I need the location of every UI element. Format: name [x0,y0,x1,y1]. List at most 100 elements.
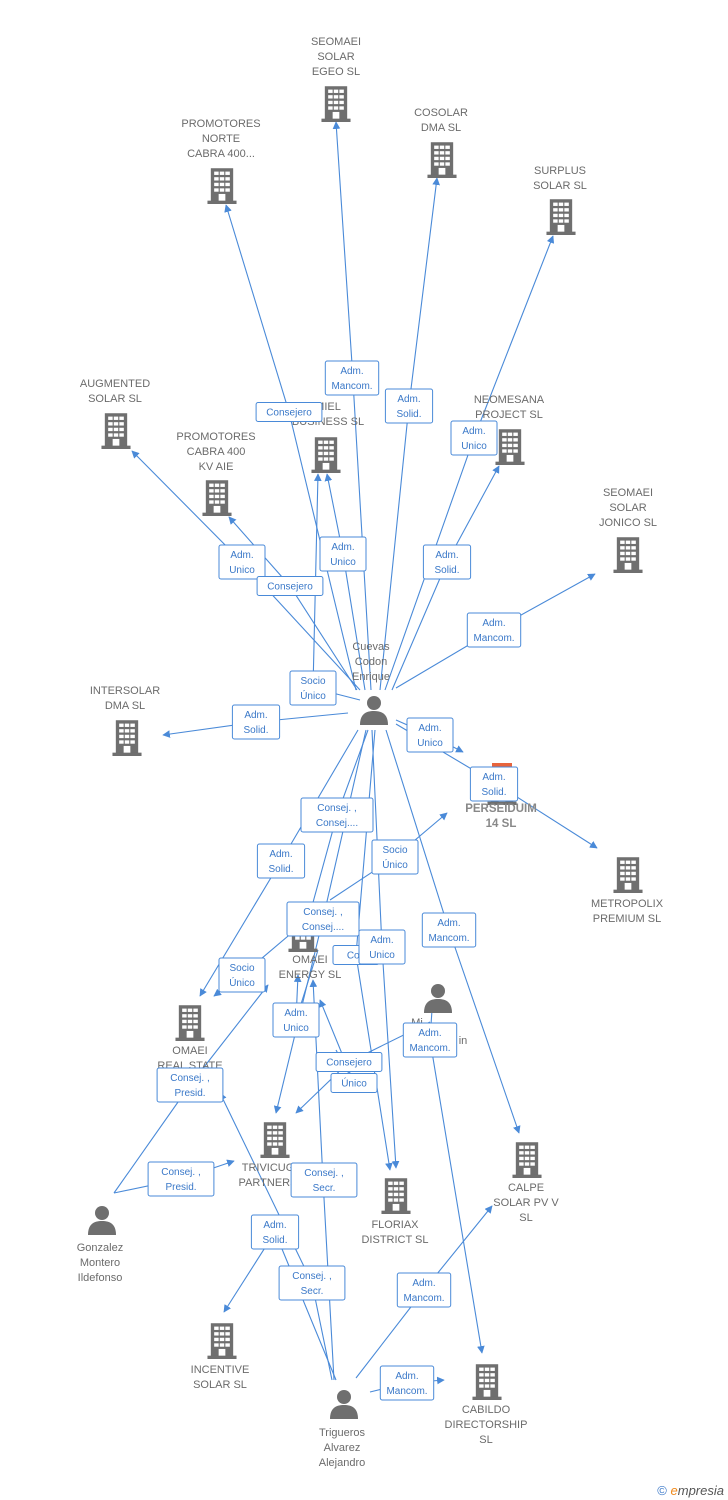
edge-badge-box [324,360,380,396]
edge-role-badge-6[interactable]: Adm.Unico [319,536,367,572]
node-label-line: DISTRICT SL [361,1234,428,1246]
edge-role-text: Presid. [174,1088,205,1099]
edge-role-badge-12[interactable]: Adm.Solid. [469,766,519,802]
edge-role-badge-26[interactable]: Consej. ,Presid. [147,1161,215,1197]
edge-role-text: Solid. [268,864,293,875]
building-icon [101,413,131,449]
edge-role-text: Consejero [266,408,312,419]
person-icon [360,696,388,725]
edge-line-28[interactable] [223,1230,337,1381]
edge-role-badge-27[interactable]: Consej. ,Secr. [290,1162,358,1198]
edge-role-badge-31[interactable]: Adm.Mancom. [379,1365,435,1401]
edge-role-badge-25[interactable]: Consej. ,Presid. [156,1067,224,1103]
node-label-line: JONICO SL [599,517,657,529]
edge-role-badge-0[interactable]: Adm.Mancom. [324,360,380,396]
building-icon [260,1122,290,1158]
edge-role-badge-23[interactable]: Consejero [315,1052,383,1072]
edge-role-badge-13[interactable]: Consej. ,Consej.... [300,797,374,833]
edge-role-badge-4[interactable]: Adm.Unico [218,544,266,580]
node-label-line: CABILDO [462,1404,511,1416]
edge-role-badge-30[interactable]: Adm.Mancom. [396,1272,452,1308]
node-label-line: Montero [80,1257,120,1269]
node-label-line: FLORIAX [371,1219,419,1231]
highlight-marker [492,763,512,769]
edge-role-badge-24[interactable]: Único [330,1073,378,1093]
edge-role-badge-11[interactable]: Adm.Unico [406,717,454,753]
edge-role-badge-7[interactable]: Adm.Solid. [422,544,472,580]
edge-role-badge-14[interactable]: Adm.Solid. [256,843,306,879]
node-label-line: CALPE [508,1182,544,1194]
edge-role-text: Consej.... [302,922,344,933]
edge-role-badge-3[interactable]: Adm.Unico [450,420,498,456]
edge-badge-box [300,797,374,833]
node-floriax[interactable]: FLORIAX DISTRICT SL [361,1178,429,1246]
edge-role-badge-22[interactable]: Adm.Mancom. [402,1022,458,1058]
edge-role-badge-29[interactable]: Consej. ,Secr. [278,1265,346,1301]
edge-role-text: Único [229,976,255,989]
edge-role-badge-28[interactable]: Adm.Solid. [250,1214,300,1250]
edge-badge-box [450,420,498,456]
edge-role-text: Adm. [395,1371,418,1382]
edge-badge-box [379,1365,435,1401]
building-icon [546,199,576,235]
edge-role-badge-16[interactable]: Consej. , Consej.... [286,901,360,937]
edge-role-badge-19[interactable]: Adm.Unico [358,929,406,965]
node-label-line: INTERSOLAR [90,685,160,697]
edge-line-0[interactable] [332,121,372,691]
edge-badge-box [319,536,367,572]
building-icon [311,437,341,473]
node-label-line: in [459,1035,468,1047]
edge-role-badge-17[interactable]: Adm.Mancom. [421,912,477,948]
edge-role-badge-2[interactable]: Adm.Solid. [384,388,434,424]
edge-role-badge-9[interactable]: Adm.Solid. [231,704,281,740]
node-label-line: Alejandro [319,1457,365,1469]
node-label-line: PROMOTORES [176,431,255,443]
node-label-line: AUGMENTED [80,378,150,390]
edge-role-text: Adm. [397,394,420,405]
node-label-line: TRIVICUG [242,1162,295,1174]
node-label-line: Gonzalez [77,1242,123,1254]
edge-role-text: Adm. [437,918,460,929]
node-label-line: Ildefonso [78,1272,123,1284]
edge-role-text: Solid. [434,565,459,576]
edge-role-badge-8[interactable]: Adm.Mancom. [466,612,522,648]
edge-role-badge-21[interactable]: Adm.Unico [272,1002,320,1038]
building-icon [112,720,142,756]
edge-role-text: Unico [330,557,356,568]
edge-role-badge-1[interactable]: Consejero [255,402,323,422]
edge-role-text: Solid. [262,1235,287,1246]
node-label-line: PERSEIDUIM [465,803,537,815]
footer-brand[interactable]: © empresia [657,1483,724,1498]
node-label-line: Cuevas [352,641,390,653]
edge-role-text: Adm. [340,366,363,377]
edge-badge-box [371,839,419,875]
edge-role-text: Único [382,858,408,871]
edge-role-text: Consej. , [303,907,342,918]
edge-line-2[interactable] [379,177,440,691]
node-label-line: PROMOTORES [181,118,260,130]
edge-role-badge-5[interactable]: Consejero [256,576,324,596]
